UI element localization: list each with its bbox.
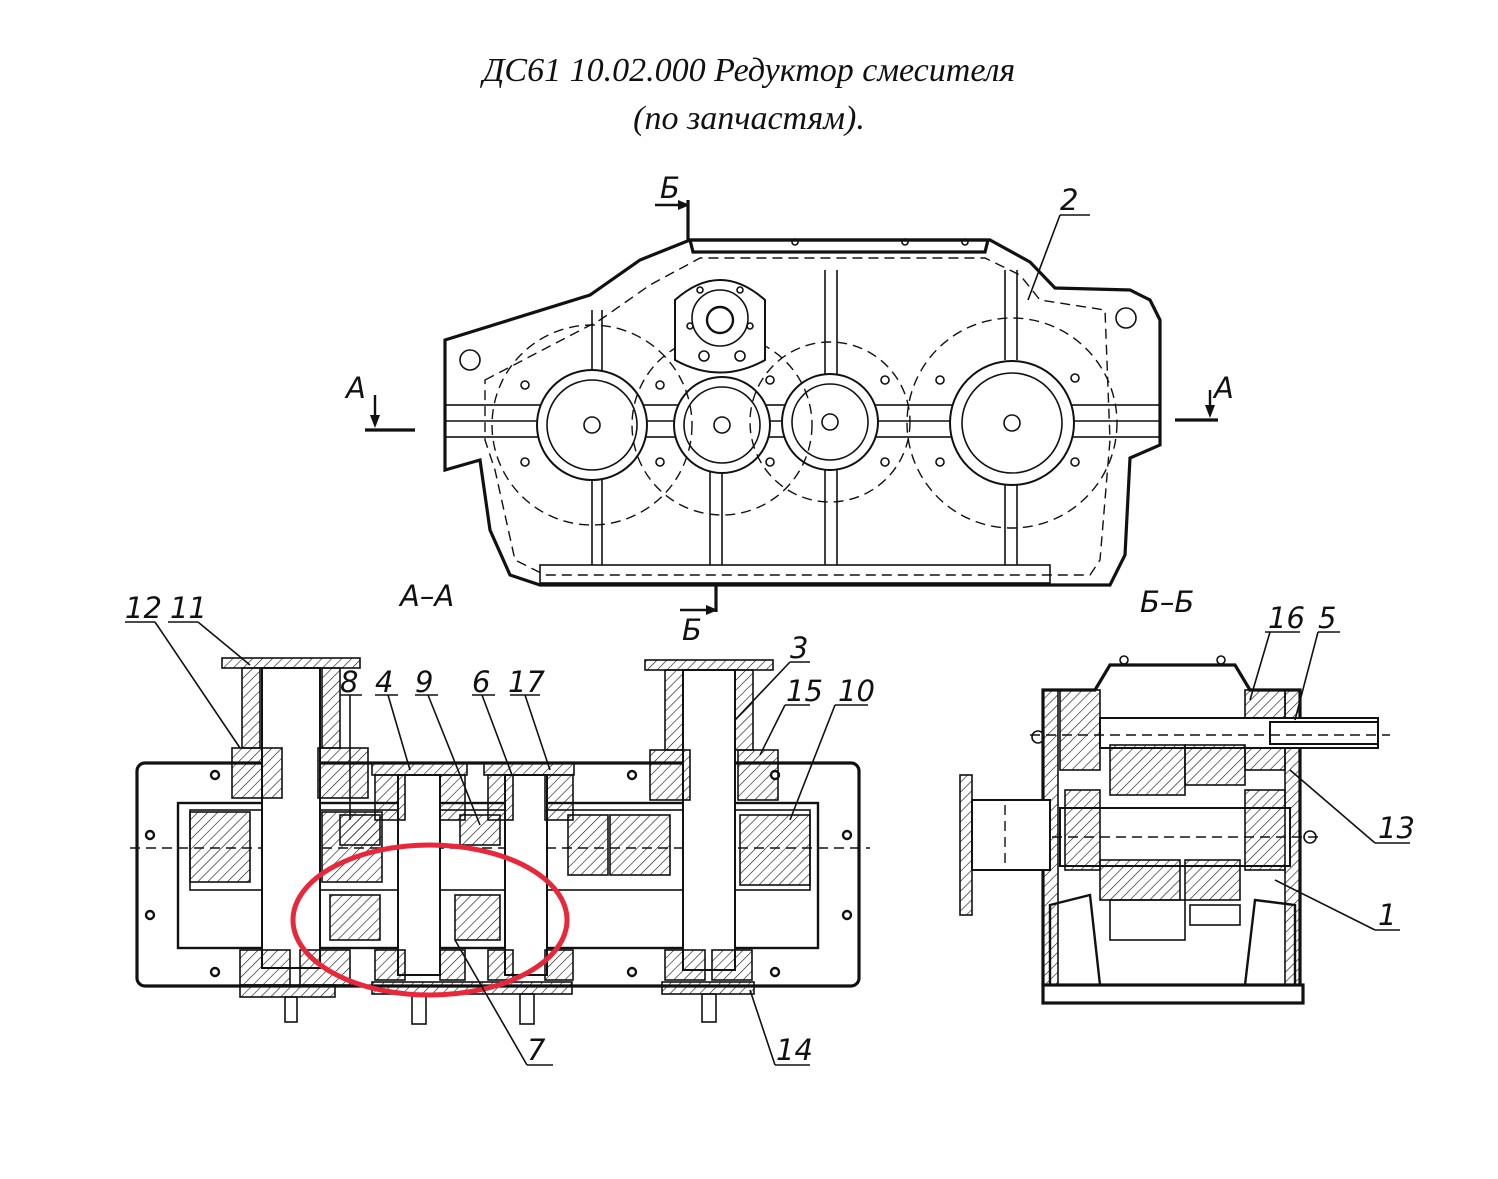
section-mark-a-left: А xyxy=(344,371,366,405)
part-label-14: 14 xyxy=(776,1033,813,1067)
part-label-4: 4 xyxy=(375,665,393,699)
part-label-6: 6 xyxy=(472,665,490,699)
page-title: ДС61 10.02.000 Редуктор смесителя xyxy=(482,52,1016,89)
page-subtitle: (по запчастям). xyxy=(633,100,865,137)
part-label-1: 1 xyxy=(1378,898,1396,932)
part-label-9: 9 xyxy=(415,665,433,699)
part-label-3: 3 xyxy=(790,631,808,665)
part-label-10: 10 xyxy=(838,674,875,708)
part-label-15: 15 xyxy=(786,674,823,708)
section-aa-view xyxy=(130,657,870,1025)
section-bb-view xyxy=(959,655,1390,1005)
section-bb-title: Б–Б xyxy=(1140,585,1194,619)
leader-lines xyxy=(125,621,1410,1066)
part-label-2: 2 xyxy=(1060,183,1078,217)
part-label-5: 5 xyxy=(1318,601,1336,635)
part-label-17: 17 xyxy=(508,665,545,699)
section-mark-a-right: А xyxy=(1212,371,1234,405)
housing-front-view xyxy=(365,200,1218,615)
highlight-ellipse xyxy=(290,842,570,998)
part-label-12: 12 xyxy=(125,591,162,625)
part-label-13: 13 xyxy=(1378,811,1415,845)
part-label-11: 11 xyxy=(170,591,207,625)
part-label-16: 16 xyxy=(1268,601,1305,635)
section-aa-title: А–А xyxy=(398,579,454,613)
part-label-7: 7 xyxy=(527,1033,546,1067)
section-mark-b-top: Б xyxy=(660,171,680,205)
part-label-8: 8 xyxy=(340,665,358,699)
section-mark-b-bottom: Б xyxy=(682,613,702,647)
